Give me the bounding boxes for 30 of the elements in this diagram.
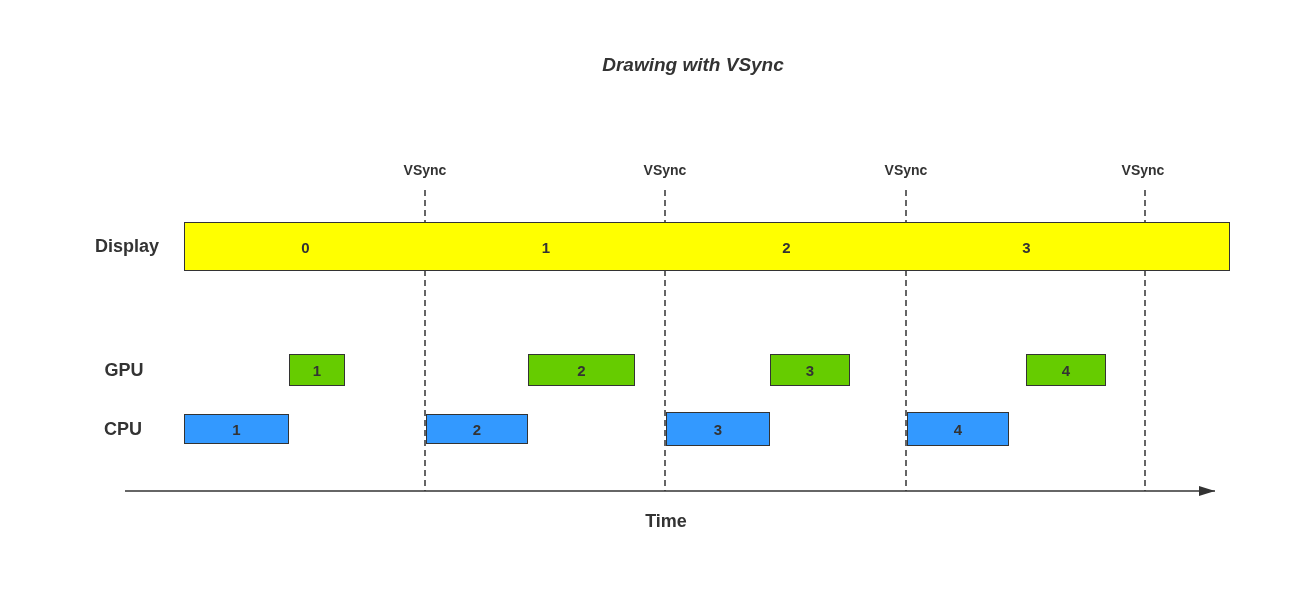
frame-number: 1: [232, 420, 241, 438]
frame-number: 3: [805, 361, 815, 379]
vsync-label: VSync: [643, 162, 687, 178]
diagram-title: Drawing with VSync: [602, 54, 784, 76]
frame-number: 0: [301, 238, 310, 255]
cpu-frame-block: [666, 412, 770, 446]
gpu-frame-block: [770, 354, 850, 386]
frame-number: 4: [1061, 361, 1071, 379]
frame-number: 3: [713, 420, 723, 438]
frame-number: 2: [472, 420, 482, 438]
gpu-frame-block: [528, 354, 635, 386]
frame-number: 2: [577, 361, 586, 379]
display-bar: [184, 222, 1230, 271]
frame-number: 1: [312, 361, 322, 379]
cpu-frame-block: [184, 414, 289, 444]
frame-number: 1: [541, 238, 551, 255]
gpu-frame-block: [1026, 354, 1106, 386]
gpu-frame-block: [289, 354, 345, 386]
frame-number: 2: [782, 238, 791, 255]
vsync-label: VSync: [403, 162, 447, 178]
vsync-label: VSync: [1121, 162, 1165, 178]
cpu-frame-block: [426, 414, 528, 444]
row-label: CPU: [104, 418, 142, 440]
frame-number: 3: [1022, 238, 1031, 255]
cpu-frame-block: [907, 412, 1009, 446]
row-label: Display: [95, 235, 159, 257]
vsync-label: VSync: [884, 162, 928, 178]
row-label: GPU: [104, 359, 144, 381]
axis-label: Time: [645, 510, 687, 532]
frame-number: 4: [953, 420, 963, 438]
